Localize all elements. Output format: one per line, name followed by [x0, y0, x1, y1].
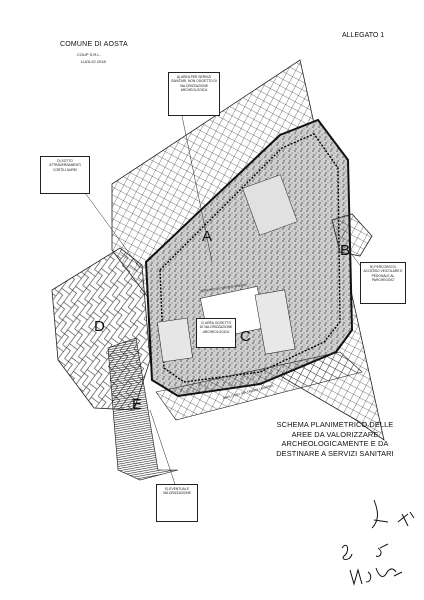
legend-title: SCHEMA PLANIMETRICO DELLE AREE DA VALORI…	[276, 420, 394, 458]
zone-b-strip	[331, 213, 373, 257]
zone-label-c: C	[240, 328, 251, 345]
callout-b: B) PERCORSI DI ACCESSO VEICOLARE E PEDON…	[360, 262, 406, 304]
zone-label-e: E	[132, 396, 143, 413]
zone-label-a: A	[202, 228, 213, 245]
zone-e-area	[107, 337, 179, 481]
callout-e: E) EVENTUALE VALORIZZAZIONE	[156, 484, 198, 522]
municipality-title: COMUNE DI AOSTA	[60, 41, 128, 48]
callout-c: C) AREA OGGETTO DI VALORIZZAZIONE ARCHEO…	[196, 318, 236, 348]
signature-marks	[341, 499, 415, 586]
annex-label: ALLEGATO 1	[342, 32, 385, 39]
zone-label-d: D	[94, 318, 105, 335]
company-name: COUP S.R.L.	[77, 52, 101, 57]
callout-a: A) AREA PER SERVIZI SANITARI, NON OGGETT…	[168, 72, 220, 116]
document-date: LUGLIO 2018	[81, 59, 106, 64]
callout-d: D) SOTTO ATTRAVERSAMENTI CORTILI AUREI	[40, 156, 90, 194]
zone-label-b: B	[340, 242, 351, 259]
